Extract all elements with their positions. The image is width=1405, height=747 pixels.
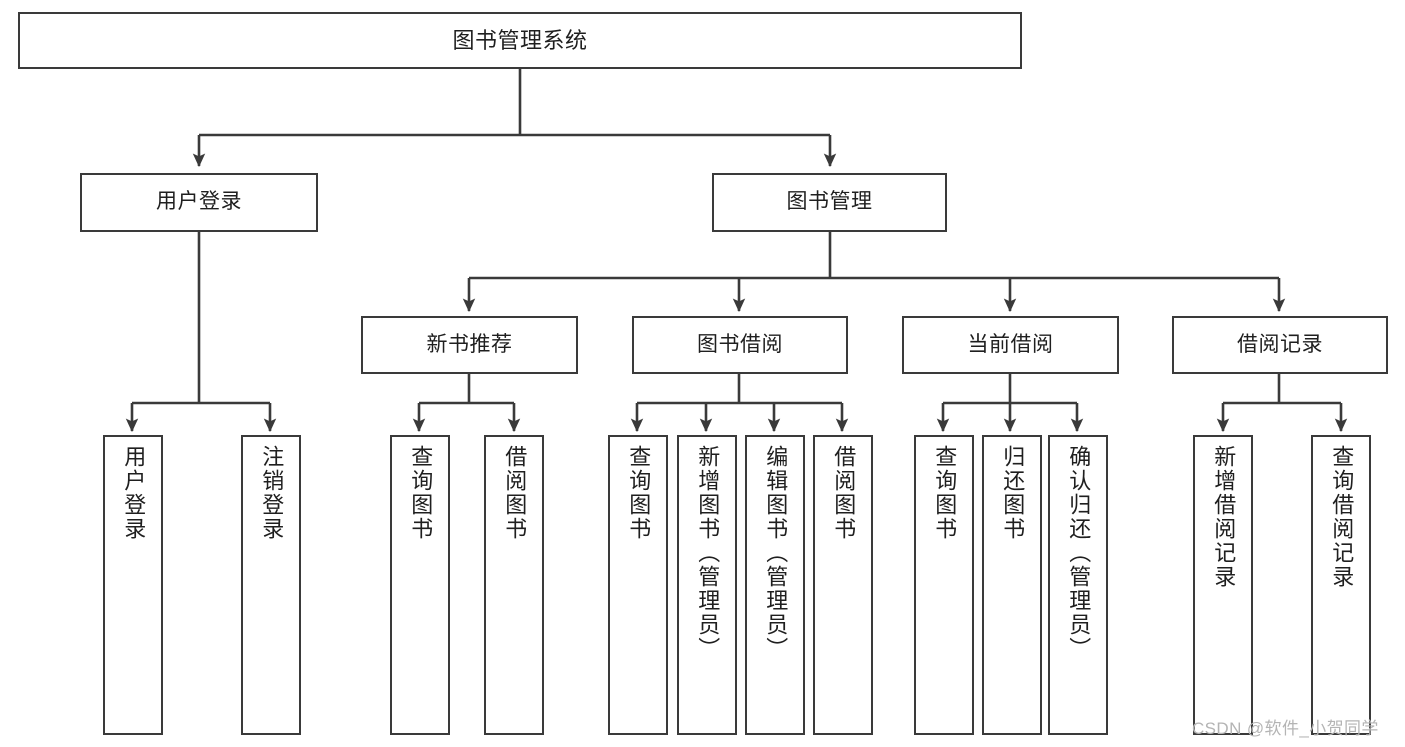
- node-label: 图书管理系统: [452, 27, 588, 53]
- node-borrow-records[interactable]: 借阅记录: [1172, 316, 1388, 374]
- leaf-records-query-record[interactable]: 查询借阅记录: [1311, 435, 1371, 735]
- node-label: 归还图书: [1000, 445, 1026, 541]
- leaf-current-return-book[interactable]: 归还图书: [982, 435, 1042, 735]
- node-label: 当前借阅: [967, 332, 1054, 356]
- node-label: 新书推荐: [426, 332, 513, 356]
- node-current-borrow[interactable]: 当前借阅: [902, 316, 1119, 374]
- node-book-management[interactable]: 图书管理: [712, 173, 947, 232]
- node-label: 查询图书: [408, 445, 434, 541]
- node-user-login[interactable]: 用户登录: [80, 173, 318, 232]
- leaf-current-confirm-return-admin[interactable]: 确认归还（管理员）: [1048, 435, 1108, 735]
- leaf-borrow-edit-book-admin[interactable]: 编辑图书（管理员）: [745, 435, 805, 735]
- node-label: 用户登录: [156, 190, 242, 214]
- node-label: 图书管理: [786, 190, 873, 214]
- leaf-borrow-borrow-book[interactable]: 借阅图书: [813, 435, 873, 735]
- node-new-book-recommend[interactable]: 新书推荐: [361, 316, 578, 374]
- node-root-system[interactable]: 图书管理系统: [18, 12, 1022, 69]
- node-label: 查询图书: [626, 445, 652, 541]
- node-label: 借阅记录: [1237, 332, 1323, 356]
- node-book-borrow[interactable]: 图书借阅: [632, 316, 848, 374]
- node-label: 借阅图书: [502, 445, 528, 541]
- leaf-current-query-book[interactable]: 查询图书: [914, 435, 974, 735]
- csdn-watermark: CSDN @软件_小贺同学: [1192, 719, 1379, 738]
- leaf-borrow-add-book-admin[interactable]: 新增图书（管理员）: [677, 435, 737, 735]
- leaf-user-login-signout[interactable]: 注销登录: [241, 435, 301, 735]
- node-label: 确认归还（管理员）: [1066, 445, 1092, 661]
- leaf-borrow-query-book[interactable]: 查询图书: [608, 435, 668, 735]
- leaf-user-login-signin[interactable]: 用户登录: [103, 435, 163, 735]
- node-label: 新增借阅记录: [1211, 445, 1237, 589]
- node-label: 新增图书（管理员）: [695, 445, 721, 661]
- node-label: 图书借阅: [697, 332, 783, 356]
- leaf-records-add-record[interactable]: 新增借阅记录: [1193, 435, 1253, 735]
- node-label: 用户登录: [121, 445, 147, 541]
- node-label: 注销登录: [259, 445, 285, 541]
- leaf-new-book-borrow[interactable]: 借阅图书: [484, 435, 544, 735]
- leaf-new-book-query[interactable]: 查询图书: [390, 435, 450, 735]
- node-label: 编辑图书（管理员）: [763, 445, 789, 661]
- node-label: 查询借阅记录: [1329, 445, 1355, 589]
- node-label: 查询图书: [932, 445, 958, 541]
- node-label: 借阅图书: [831, 445, 857, 541]
